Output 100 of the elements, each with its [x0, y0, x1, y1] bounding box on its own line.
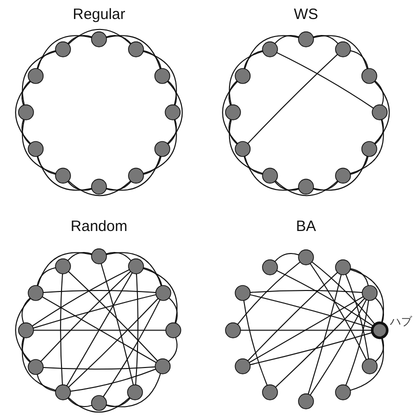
- network-node: [298, 31, 314, 48]
- network-node: [155, 285, 172, 301]
- network-node: [298, 393, 314, 410]
- network-node: [362, 358, 378, 374]
- network-edge: [142, 50, 177, 106]
- network-node: [154, 358, 171, 374]
- network-title: WS: [294, 6, 318, 23]
- network-title: BA: [296, 218, 316, 235]
- network-edge: [106, 180, 132, 191]
- network-edge: [37, 156, 92, 191]
- network-title: Regular: [72, 6, 126, 23]
- network-edge: [274, 35, 300, 44]
- network-edge: [240, 330, 373, 331]
- network-edge: [22, 80, 30, 106]
- network-node: [225, 322, 241, 338]
- network-node: [362, 285, 378, 301]
- network-node: [28, 68, 44, 84]
- network-edge: [68, 28, 132, 45]
- network-node: [91, 248, 107, 264]
- network-edge: [228, 80, 238, 106]
- network-edge: [42, 290, 156, 293]
- network-edge: [68, 180, 132, 196]
- network-edge: [42, 296, 157, 364]
- network-edge: [142, 156, 162, 175]
- network-node: [298, 178, 314, 195]
- network-edge: [68, 298, 159, 388]
- network-node: [28, 141, 44, 157]
- network-edge: [168, 337, 178, 362]
- network-edge: [22, 118, 30, 144]
- network-edge: [106, 373, 161, 408]
- network-edge: [374, 80, 390, 144]
- network-node: [234, 141, 251, 157]
- network-edge: [67, 181, 92, 191]
- network-edge: [15, 80, 31, 144]
- network-node: [262, 168, 278, 184]
- network-edge: [168, 298, 178, 324]
- network-edge: [244, 35, 300, 70]
- network-node: [91, 395, 107, 411]
- network-edge: [32, 269, 130, 327]
- network-edge: [36, 374, 56, 392]
- network-edge: [60, 273, 63, 386]
- network-edge: [237, 262, 301, 325]
- network-edge: [243, 300, 268, 386]
- network-edge: [312, 35, 368, 70]
- network-node: [335, 168, 351, 184]
- network-edge: [22, 298, 31, 324]
- network-edge: [345, 274, 370, 360]
- network-edge: [276, 52, 374, 109]
- network-edge: [106, 156, 161, 191]
- network-edge: [37, 252, 92, 286]
- network-edge: [244, 156, 300, 191]
- network-node: [335, 41, 351, 58]
- network-node: [225, 104, 241, 120]
- network-node: [128, 168, 144, 184]
- network-edge: [22, 336, 30, 363]
- network-edge: [68, 397, 130, 413]
- network-edge: [310, 263, 367, 360]
- network-node: [262, 41, 278, 58]
- network-edge: [244, 50, 264, 70]
- network-edge: [312, 35, 338, 44]
- network-edge: [247, 54, 338, 144]
- network-node: [262, 259, 278, 276]
- hub-node: [370, 322, 388, 340]
- network-edge: [100, 263, 134, 386]
- network-edge: [274, 181, 300, 191]
- network-edge: [32, 294, 156, 329]
- network-edge: [36, 50, 56, 70]
- network-edge: [67, 35, 92, 44]
- network-edge: [312, 180, 339, 191]
- network-edge: [374, 298, 384, 324]
- network-edge: [222, 80, 238, 144]
- network-edge: [106, 252, 132, 262]
- network-edge: [345, 300, 370, 386]
- network-edge: [106, 252, 162, 286]
- network-edge: [33, 330, 166, 331]
- network-edge: [106, 398, 131, 408]
- network-edge: [250, 290, 363, 293]
- network-edge: [276, 270, 374, 327]
- network-edge: [310, 299, 367, 396]
- network-edge: [248, 296, 364, 364]
- network-title: Random: [70, 218, 128, 235]
- network-node: [335, 384, 351, 400]
- network-edge: [40, 271, 131, 362]
- network-node: [262, 384, 278, 400]
- network-edge: [228, 119, 264, 174]
- network-edge: [36, 156, 56, 175]
- network-edge: [102, 299, 160, 398]
- network-edge: [250, 294, 373, 329]
- network-edge: [15, 298, 31, 362]
- network-edge: [22, 50, 56, 106]
- network-node: [234, 285, 251, 301]
- network-node: [55, 384, 71, 400]
- network-node: [28, 359, 44, 375]
- network-edge: [374, 336, 384, 362]
- network-node: [127, 384, 143, 400]
- network-node: [154, 141, 170, 157]
- network-edge: [274, 253, 300, 262]
- network-node: [55, 258, 71, 274]
- network-edge: [22, 337, 56, 391]
- network-node: [164, 104, 181, 120]
